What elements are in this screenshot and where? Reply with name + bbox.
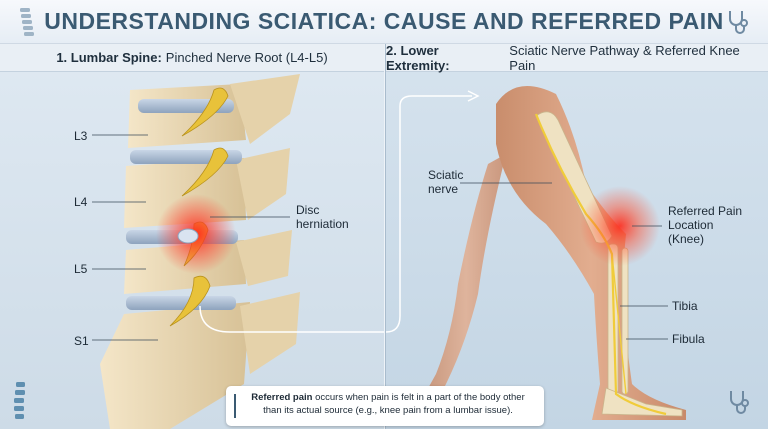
arrow-head-icon (467, 90, 480, 102)
lower-extremity-header: 2. Lower Extremity: Sciatic Nerve Pathwa… (386, 44, 768, 73)
leg-illustration (386, 86, 686, 420)
spine-icon (14, 382, 25, 419)
connector-line (199, 305, 384, 333)
caption-bold: Referred pain (251, 392, 313, 403)
stethoscope-icon (729, 11, 748, 34)
panel-number: 1. Lumbar Spine: (56, 50, 162, 65)
label-disc-line1: Disc (296, 203, 320, 217)
sciatic-nerve-branch (611, 253, 627, 395)
lumbar-spine-panel: 1. Lumbar Spine: Pinched Nerve Root (L4-… (0, 44, 384, 429)
label-sciatic-line2: nerve (428, 182, 459, 196)
connector-arrow (386, 95, 472, 333)
label-l4: L4 (74, 195, 88, 209)
panel-number: 2. Lower Extremity: (386, 44, 450, 73)
label-tibia: Tibia (672, 299, 698, 313)
title-bar: UNDERSTANDING SCIATICA: CAUSE AND REFERR… (0, 0, 768, 44)
knee-pain-glow (580, 186, 660, 266)
lumbar-spine-header: 1. Lumbar Spine: Pinched Nerve Root (L4-… (0, 44, 384, 72)
page-title: UNDERSTANDING SCIATICA: CAUSE AND REFERR… (44, 8, 724, 34)
sacrum-s1 (100, 292, 300, 429)
caption-box: Referred pain occurs when pain is felt i… (226, 386, 544, 426)
label-fibula: Fibula (672, 332, 705, 346)
panel-subtitle: Pinched Nerve Root (L4-L5) (165, 50, 328, 65)
stethoscope-icon (730, 391, 749, 414)
label-l5: L5 (74, 262, 88, 276)
label-l3: L3 (74, 129, 88, 143)
label-s1: S1 (74, 334, 89, 348)
label-pain-line3: (Knee) (668, 232, 705, 246)
disc-l5-s1 (126, 296, 236, 310)
label-pain-line2: Location (668, 218, 714, 232)
spine-illustration (92, 74, 384, 429)
lower-extremity-panel: 2. Lower Extremity: Sciatic Nerve Pathwa… (385, 44, 768, 429)
herniated-disc (177, 228, 199, 244)
label-disc-line2: herniation (296, 217, 349, 231)
panel-subtitle: Sciatic Nerve Pathway & Referred Knee Pa… (509, 44, 740, 73)
back-leg (426, 154, 506, 392)
label-sciatic-line1: Sciatic (428, 168, 464, 182)
caption-text: occurs when pain is felt in a part of th… (263, 392, 525, 416)
spine-icon (20, 8, 34, 36)
label-pain-line1: Referred Pain (668, 204, 743, 218)
